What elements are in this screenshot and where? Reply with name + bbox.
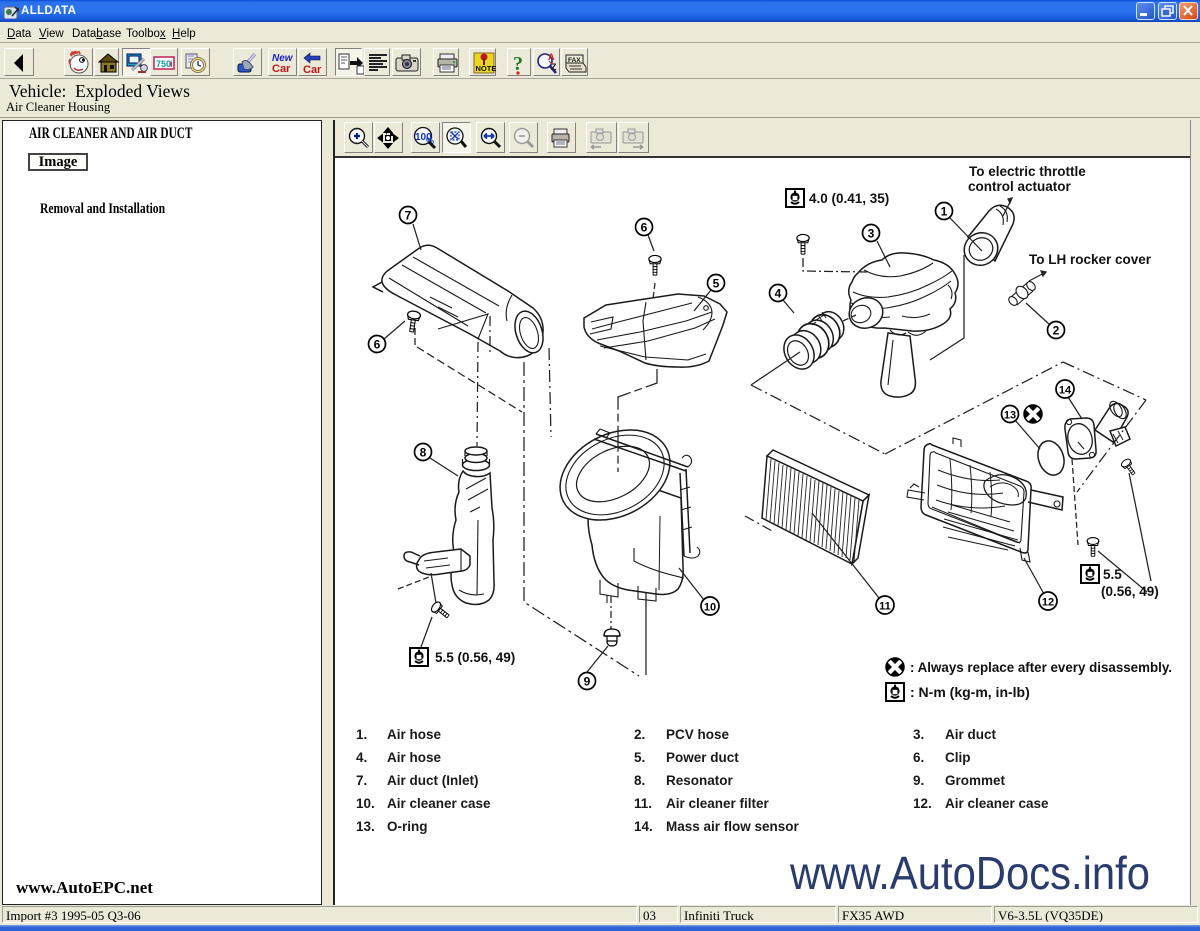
svg-text:14.: 14. <box>634 819 653 834</box>
svg-text:Z: Z <box>551 62 557 72</box>
svg-text:NOTE: NOTE <box>476 64 497 73</box>
svg-text:www.AutoDocs.info: www.AutoDocs.info <box>789 847 1150 899</box>
svg-text:?: ? <box>513 53 523 75</box>
svg-text:14: 14 <box>1059 385 1072 397</box>
svg-text:5: 5 <box>713 277 720 291</box>
svg-text:9.: 9. <box>913 773 924 788</box>
svg-text:O-ring: O-ring <box>387 819 428 834</box>
svg-text:7.: 7. <box>356 773 367 788</box>
svg-text:: N-m (kg-m, in-lb): : N-m (kg-m, in-lb) <box>910 684 1030 700</box>
svg-text:A: A <box>548 52 555 62</box>
svg-text:10.: 10. <box>356 796 375 811</box>
svg-text:8.: 8. <box>634 773 645 788</box>
svg-text:4.0 (0.41, 35): 4.0 (0.41, 35) <box>809 191 889 206</box>
svg-text:Air duct (Inlet): Air duct (Inlet) <box>387 773 479 788</box>
svg-text:FAX: FAX <box>568 57 581 64</box>
svg-text:6.: 6. <box>913 750 924 765</box>
svg-text:Air cleaner case: Air cleaner case <box>387 796 491 811</box>
svg-text:Air duct: Air duct <box>945 727 997 742</box>
svg-text:10: 10 <box>704 602 716 614</box>
svg-text:11: 11 <box>879 601 891 613</box>
svg-text:11.: 11. <box>634 796 652 811</box>
svg-text:5.5 (0.56, 49): 5.5 (0.56, 49) <box>435 650 515 665</box>
svg-text:9: 9 <box>584 675 591 689</box>
svg-text:3: 3 <box>868 227 875 241</box>
svg-text:12.: 12. <box>913 796 932 811</box>
svg-text:6: 6 <box>374 338 381 352</box>
svg-text:To LH rocker cover: To LH rocker cover <box>1029 252 1152 267</box>
svg-text:5.: 5. <box>634 750 645 765</box>
svg-text:4: 4 <box>775 287 782 301</box>
svg-text:1: 1 <box>941 205 948 219</box>
svg-text:Mass air flow sensor: Mass air flow sensor <box>666 819 800 834</box>
svg-text:New: New <box>272 53 294 64</box>
svg-text:12: 12 <box>1042 597 1054 609</box>
svg-text:Air hose: Air hose <box>387 727 442 742</box>
svg-text:(0.56, 49): (0.56, 49) <box>1101 584 1159 599</box>
svg-text:Clip: Clip <box>945 750 971 765</box>
svg-text:5.5: 5.5 <box>1103 567 1122 582</box>
svg-text:Car: Car <box>303 64 322 76</box>
svg-text:1.: 1. <box>356 727 367 742</box>
svg-text:8: 8 <box>420 446 427 460</box>
svg-text:2: 2 <box>1053 324 1060 338</box>
svg-text:: Always replace after every d: : Always replace after every disassembly… <box>910 659 1172 675</box>
svg-text:750: 750 <box>156 59 171 69</box>
svg-text:control actuator: control actuator <box>968 179 1072 194</box>
svg-text:2.: 2. <box>634 727 645 742</box>
svg-text:100: 100 <box>415 132 432 143</box>
svg-text:13.: 13. <box>356 819 375 834</box>
svg-text:Car: Car <box>272 63 291 75</box>
svg-text:Grommet: Grommet <box>945 773 1006 788</box>
svg-text:7: 7 <box>405 209 412 223</box>
svg-text:6: 6 <box>641 221 648 235</box>
svg-text:Air cleaner filter: Air cleaner filter <box>666 796 770 811</box>
svg-text:3.: 3. <box>913 727 924 742</box>
svg-text:4.: 4. <box>356 750 367 765</box>
svg-text:PCV hose: PCV hose <box>666 727 730 742</box>
svg-text:To electric throttle: To electric throttle <box>969 164 1086 179</box>
svg-text:Power duct: Power duct <box>666 750 739 765</box>
svg-text:Air cleaner case: Air cleaner case <box>945 796 1049 811</box>
svg-text:13: 13 <box>1004 410 1016 422</box>
svg-text:Air hose: Air hose <box>387 750 442 765</box>
svg-text:Resonator: Resonator <box>666 773 734 788</box>
svg-text:i: i <box>170 59 173 69</box>
